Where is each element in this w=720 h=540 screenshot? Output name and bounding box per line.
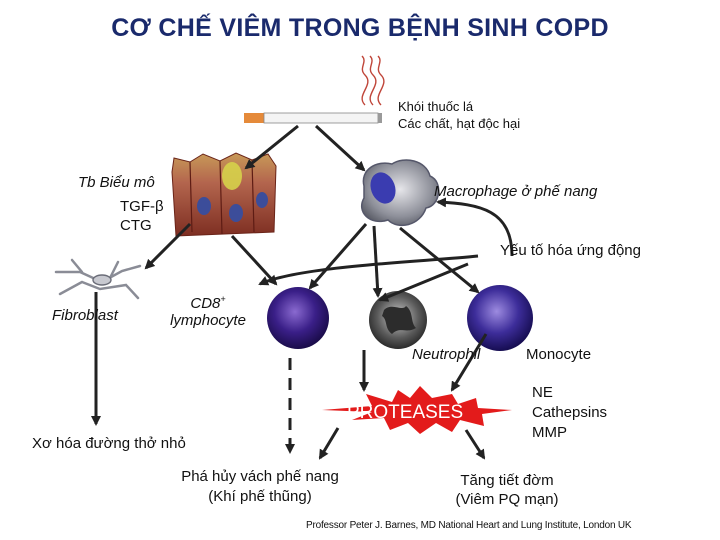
mucus-outcome-line2: (Viêm PQ mạn)	[455, 491, 559, 508]
protease-item-mmp: MMP	[532, 424, 567, 441]
fibroblast-label: Fibroblast	[52, 307, 118, 324]
mucus-outcome-line1: Tăng tiết đờm	[460, 472, 554, 489]
cd8-label-line2: lymphocyte	[170, 312, 246, 329]
macrophage-label: Macrophage ở phế nang	[434, 183, 598, 200]
cd8-label: CD8+ lymphocyte	[160, 294, 256, 329]
protease-item-ne: NE	[532, 384, 553, 401]
chemotactic-factor-label: Yếu tố hóa ứng động	[500, 242, 641, 259]
protease-item-cathepsins: Cathepsins	[532, 404, 608, 421]
neutrophil-cell-icon	[369, 291, 427, 349]
smoke-label-line1: Khói thuốc lá	[398, 99, 474, 114]
cigarette-icon	[244, 112, 382, 124]
cd8-label-sup: +	[220, 294, 226, 304]
monocyte-cell-icon	[467, 285, 533, 351]
smoke-icon	[361, 55, 385, 106]
proteases-label: PROTEASES	[347, 402, 464, 423]
emphysema-outcome-line1: Phá hủy vách phế nang	[181, 468, 339, 485]
proteases-star-icon	[322, 386, 512, 434]
epithelial-label: Tb Biểu mô	[78, 174, 155, 191]
page-title: CƠ CHẾ VIÊM TRONG BỆNH SINH COPD	[111, 14, 609, 42]
cd8-lymphocyte-cell-icon	[267, 287, 329, 349]
smoke-label-line2: Các chất, hạt độc hại	[398, 116, 521, 131]
emphysema-outcome-line2: (Khí phế thũng)	[208, 488, 312, 505]
monocyte-label: Monocyte	[526, 346, 592, 363]
neutrophil-label: Neutrophil	[412, 346, 481, 363]
arrows	[91, 124, 514, 460]
cd8-label-main: CD8	[190, 295, 221, 312]
credit-line: Professor Peter J. Barnes, MD National H…	[306, 520, 632, 531]
fibroblast-cell-icon	[54, 258, 142, 300]
ctg-label: CTG	[120, 217, 152, 234]
macrophage-cell-icon	[361, 159, 440, 227]
fibrosis-outcome-label: Xơ hóa đường thở nhỏ	[32, 435, 186, 452]
tgf-beta-label: TGF-β	[120, 198, 164, 215]
epithelial-tissue-icon	[171, 152, 277, 237]
